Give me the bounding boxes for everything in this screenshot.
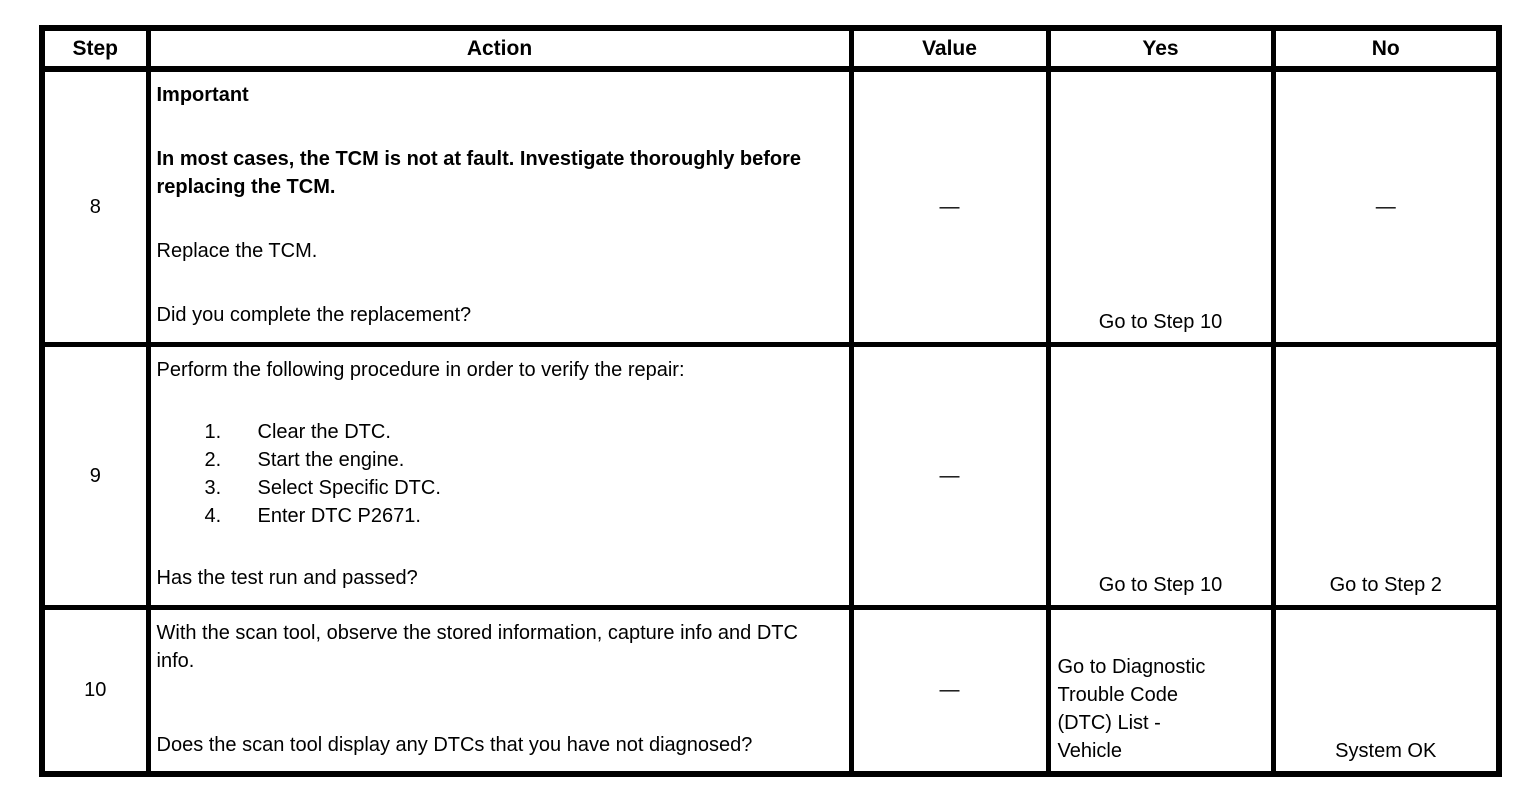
diagnostic-table-wrapper: Step Action Value Yes No 8 Important In … — [39, 25, 1502, 777]
list-item: 2. Start the engine. — [157, 446, 841, 474]
action-cell: With the scan tool, observe the stored i… — [145, 604, 854, 777]
diagnostic-table: Step Action Value Yes No 8 Important In … — [39, 25, 1502, 777]
column-header-yes: Yes — [1045, 25, 1276, 72]
list-item: 3. Select Specific DTC. — [157, 474, 841, 502]
column-header-no: No — [1270, 25, 1502, 72]
step-number: 8 — [39, 66, 151, 347]
no-cell: Go to Step 2 — [1270, 341, 1502, 610]
action-content: With the scan tool, observe the stored i… — [153, 612, 846, 767]
value-cell: — — [848, 341, 1051, 610]
table-row-step-9: 9 Perform the following procedure in ord… — [39, 341, 1502, 610]
list-item: 1. Clear the DTC. — [157, 418, 841, 446]
action-cell: Perform the following procedure in order… — [145, 341, 854, 610]
important-note: In most cases, the TCM is not at fault. … — [156, 148, 802, 198]
yes-cell: Go to Step 10 — [1045, 66, 1276, 347]
column-header-action: Action — [145, 25, 854, 72]
column-header-value: Value — [848, 25, 1051, 72]
action-instruction: With the scan tool, observe the stored i… — [156, 621, 798, 672]
list-item-number: 3. — [204, 476, 222, 499]
important-heading: Important — [156, 84, 249, 106]
table-row-step-10: 10 With the scan tool, observe the store… — [39, 604, 1502, 777]
yes-cell-text: Go to Diagnostic Trouble Code (DTC) List… — [1057, 656, 1206, 762]
yes-cell: Go to Diagnostic Trouble Code (DTC) List… — [1045, 604, 1276, 777]
list-item-number: 1. — [204, 420, 222, 443]
procedure-list: 1. Clear the DTC. 2. Start the engine. 3… — [157, 418, 841, 530]
action-question: Does the scan tool display any DTCs that… — [156, 733, 753, 756]
no-cell: — — [1270, 66, 1502, 347]
list-item-number: 2. — [204, 448, 222, 471]
action-instruction: Replace the TCM. — [156, 240, 318, 262]
list-item-number: 4. — [204, 504, 222, 527]
list-item: 4. Enter DTC P2671. — [157, 502, 841, 530]
list-item-text: Enter DTC P2671. — [257, 504, 421, 527]
value-cell: — — [848, 66, 1051, 347]
table-row-step-8: 8 Important In most cases, the TCM is no… — [39, 66, 1502, 347]
no-cell: System OK — [1270, 604, 1502, 777]
step-number: 10 — [39, 604, 151, 777]
action-content: Perform the following procedure in order… — [153, 349, 846, 600]
value-cell: — — [848, 604, 1051, 777]
step-number: 9 — [39, 341, 151, 610]
column-header-step: Step — [39, 25, 151, 72]
action-question: Did you complete the replacement? — [156, 304, 472, 326]
action-cell: Important In most cases, the TCM is not … — [145, 66, 854, 347]
list-item-text: Start the engine. — [257, 448, 405, 471]
list-item-text: Clear the DTC. — [257, 420, 391, 443]
list-item-text: Select Specific DTC. — [257, 476, 441, 499]
yes-cell: Go to Step 10 — [1045, 341, 1276, 610]
action-question: Has the test run and passed? — [156, 566, 418, 589]
action-intro: Perform the following procedure in order… — [156, 358, 685, 381]
header-row: Step Action Value Yes No — [39, 25, 1502, 72]
action-content: Important In most cases, the TCM is not … — [153, 74, 846, 337]
